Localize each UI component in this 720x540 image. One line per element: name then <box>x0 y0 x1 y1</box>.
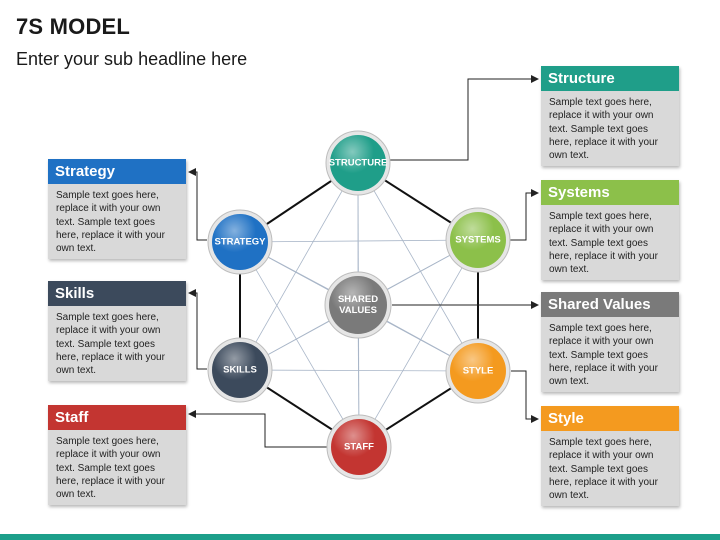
node-label-style: STYLE <box>462 365 494 377</box>
connector-systems <box>510 189 539 241</box>
node-staff <box>326 414 392 480</box>
card-systems-title: Systems <box>541 180 679 205</box>
node-label-systems: SYSTEMS <box>455 234 501 246</box>
card-shared-values: Shared Values Sample text goes here, rep… <box>541 292 679 392</box>
card-shared-values-title: Shared Values <box>541 292 679 317</box>
node-label-shared-values-line1: SHARED <box>337 294 379 305</box>
page-subtitle: Enter your sub headline here <box>16 49 248 69</box>
node-label-shared-values-line2: VALUES <box>339 305 377 316</box>
card-skills-text: Sample text goes here, replace it with y… <box>56 312 165 377</box>
card-strategy-title: Strategy <box>48 159 186 184</box>
card-staff-title: Staff <box>48 405 186 430</box>
card-staff-text: Sample text goes here, replace it with y… <box>56 436 165 501</box>
bottom-accent-bar <box>0 534 720 540</box>
node-shared-values <box>324 271 392 339</box>
card-systems-text: Sample text goes here, replace it with y… <box>549 211 658 276</box>
card-structure-title: Structure <box>541 66 679 91</box>
card-structure-text: Sample text goes here, replace it with y… <box>549 97 658 162</box>
node-structure <box>325 130 391 196</box>
node-label-strategy: STRATEGY <box>214 236 266 248</box>
card-shared-values-text: Sample text goes here, replace it with y… <box>549 323 658 388</box>
card-skills: Skills Sample text goes here, replace it… <box>48 281 186 381</box>
card-strategy: Strategy Sample text goes here, replace … <box>48 159 186 259</box>
card-systems: Systems Sample text goes here, replace i… <box>541 180 679 280</box>
connector-skills <box>188 289 207 370</box>
node-style <box>445 338 511 404</box>
node-label-shared-values: SHARED VALUES <box>326 294 390 316</box>
card-staff: Staff Sample text goes here, replace it … <box>48 405 186 505</box>
node-label-structure: STRUCTURE <box>328 157 388 169</box>
connector-staff <box>188 410 327 448</box>
card-structure: Structure Sample text goes here, replace… <box>541 66 679 166</box>
node-label-skills: SKILLS <box>223 364 257 376</box>
connector-lines <box>188 75 539 448</box>
connector-structure <box>388 75 539 161</box>
card-style: Style Sample text goes here, replace it … <box>541 406 679 506</box>
card-style-title: Style <box>541 406 679 431</box>
card-style-text: Sample text goes here, replace it with y… <box>549 437 658 502</box>
node-strategy <box>207 209 273 275</box>
connector-style <box>511 370 539 423</box>
page-title: 7S MODEL <box>16 14 131 39</box>
card-strategy-text: Sample text goes here, replace it with y… <box>56 190 165 255</box>
connector-strategy <box>188 168 207 241</box>
node-systems <box>445 207 511 273</box>
card-skills-title: Skills <box>48 281 186 306</box>
node-skills <box>207 337 273 403</box>
node-label-staff: STAFF <box>344 441 374 453</box>
